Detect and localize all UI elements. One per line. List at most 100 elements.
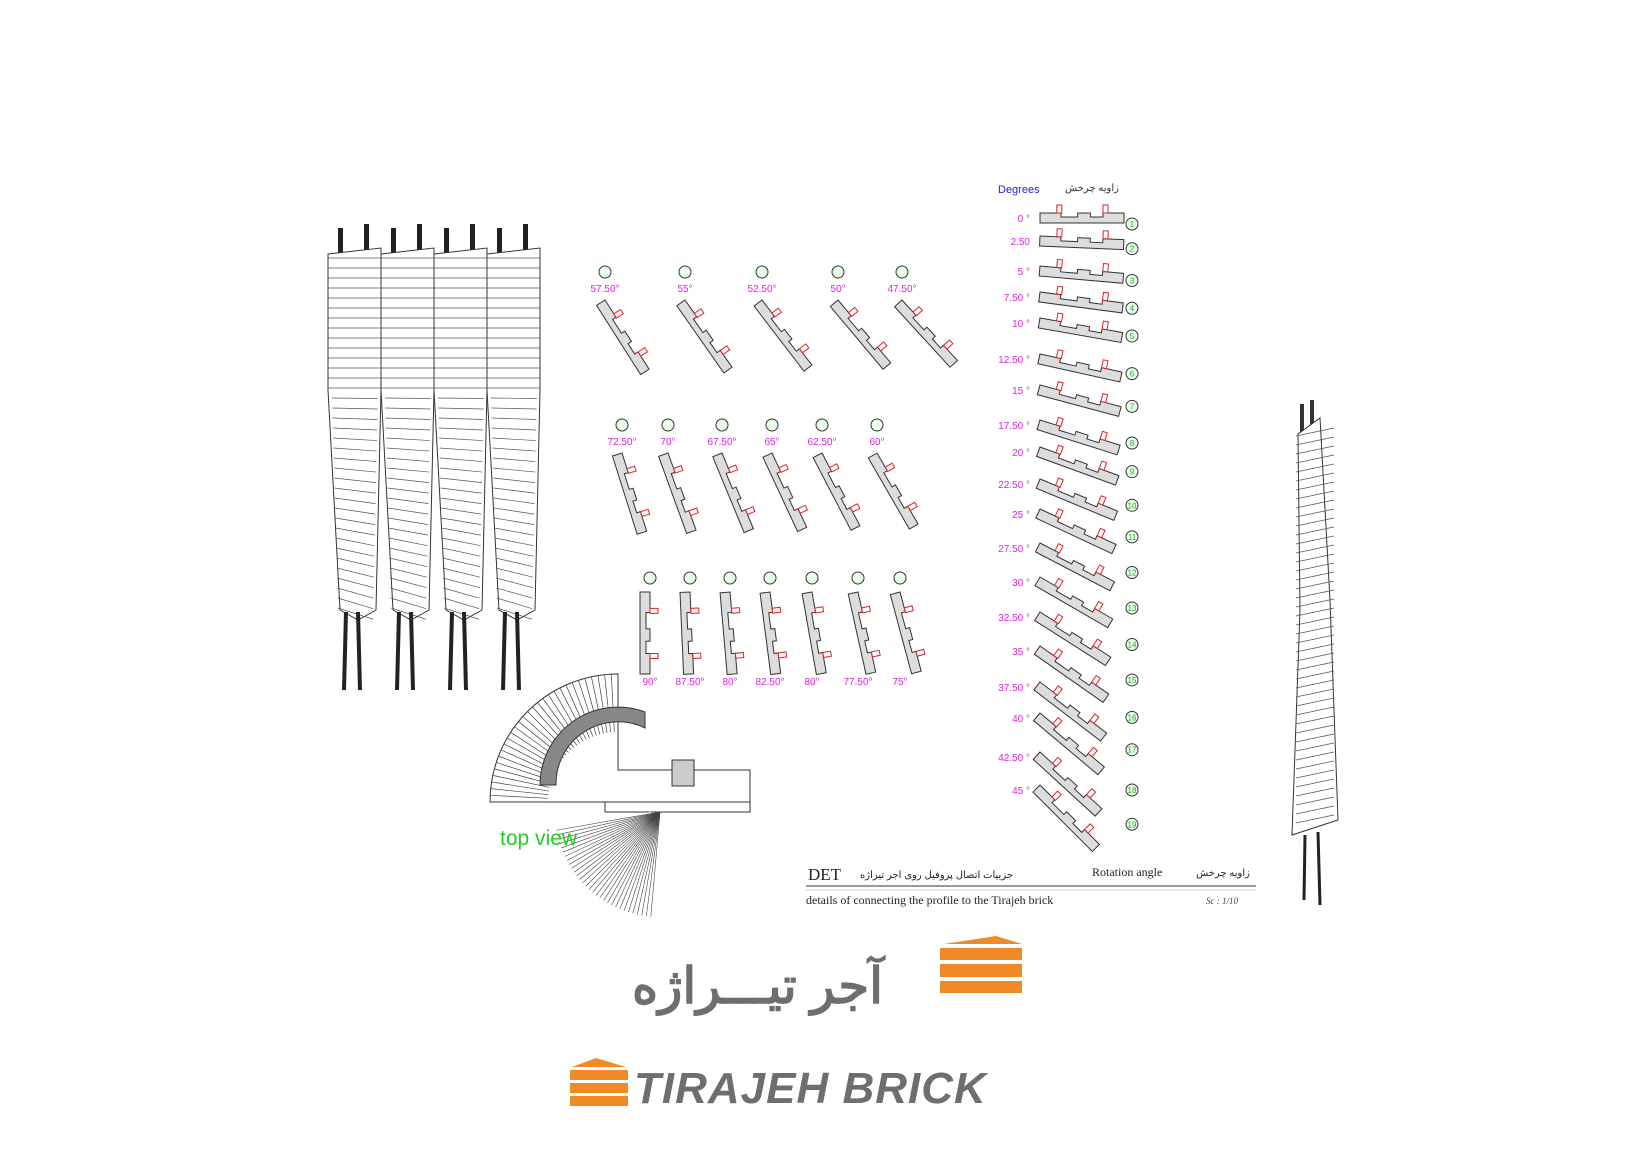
brick-course [495,547,534,557]
brick-shape [1033,681,1108,742]
profile-rod-bottom [501,611,521,691]
number-badge [1125,242,1139,256]
number-badge-text: 4 [1130,304,1135,313]
brick-course [495,567,534,578]
base-plate [604,801,751,813]
brick-course [1295,436,1335,446]
brick-course [390,597,427,610]
brick-course [385,407,431,410]
profile-clip-icon [798,343,810,354]
profile-clip-icon [860,605,872,614]
brick-course [1295,535,1335,545]
brick-course [1295,463,1335,473]
number-badge [870,418,884,432]
angle-label: 65° [764,437,779,448]
brick-course [1295,760,1335,770]
brick-course [1295,805,1335,815]
number-badge [805,571,819,585]
profile-clip-icon [1100,392,1109,404]
brick-course [1295,742,1335,752]
brick-course [1295,661,1335,671]
radial-brick-lower [579,811,661,880]
radial-brick-lower [592,811,661,893]
brick-profile [1039,204,1125,224]
brick-profile [1033,611,1112,667]
brick-course [440,487,482,494]
brick-course [441,507,482,515]
number-badge [893,571,907,585]
angle-label: 17.50 ° [998,421,1030,432]
brick-course [336,567,375,578]
angle-label: 77.50° [843,677,872,688]
brick-profile [1038,258,1125,284]
brick-profile [595,299,650,376]
profile-clip-icon [1055,416,1064,428]
grid-item: 80° [719,571,745,688]
brick-shape [762,452,808,533]
number-badge [1125,465,1139,479]
brick-course [1295,733,1335,743]
brick-shape [847,591,877,675]
profile-clip-icon [1101,320,1109,331]
number-badge [1125,498,1139,512]
radial-brick-lower [588,811,661,890]
profile-clip-icon [1087,746,1098,758]
angle-label: 42.50 ° [998,753,1030,764]
brick-shape [753,299,813,372]
profile-clip-icon [822,650,833,659]
profile-clip-icon [942,339,954,350]
angle-label: 47.50° [887,284,916,295]
radial-brick-lower [607,811,661,904]
rotation-row: 27.50 °12 [998,542,1139,592]
brick-course [1295,724,1335,734]
brick-course [496,587,533,599]
profile-rod-top [338,228,343,254]
brick-course [333,457,377,462]
brick-course [333,437,377,441]
brick-course [493,497,535,504]
number-badge [755,265,769,279]
profile-clip-icon [1090,674,1101,686]
profile-clip-icon [1051,790,1062,802]
rotation-row: 42.50 °18 [998,751,1139,817]
angle-label: 80° [722,677,737,688]
number-badge-text: 11 [1128,533,1137,542]
brick-course [441,537,481,547]
profile-rod-top [444,228,449,254]
profile-clip-icon [727,464,739,474]
radial-brick-lower [595,811,661,896]
radial-brick-lower [557,811,661,836]
brick-course [1295,643,1335,653]
number-badge [1125,817,1139,831]
brick-course [491,407,537,410]
number-badge [815,418,829,432]
number-badge [683,571,697,585]
radial-brick-lower [615,811,661,908]
angle-label: 62.50° [807,437,836,448]
brick-profile [1036,381,1122,418]
brick-shape [679,591,695,675]
profile-clip-icon [637,346,649,357]
angle-label: 50° [830,284,845,295]
grid-item: 47.50° [887,265,959,368]
profile-clip-icon [719,345,731,356]
profile-clip-icon [693,308,705,319]
profile-clip-icon [777,651,788,659]
brick-profile [1032,784,1101,853]
brick-column [380,224,435,691]
profile-clip-icon [692,652,702,659]
brick-course [334,487,376,494]
brick-profile [1038,285,1124,314]
brick-profile [812,452,861,532]
number-badge [1125,710,1139,724]
profile-clip-icon [649,653,659,659]
profile-rod-top [470,224,475,254]
brick-course [335,517,376,525]
brick-profile [1035,444,1120,486]
brick-shape [1036,384,1122,418]
rotation-row: 0 °1 [1018,204,1139,231]
number-badge [643,571,657,585]
brick-course [1295,778,1335,788]
angle-label: 25 ° [1012,510,1030,521]
brick-course [494,507,535,515]
